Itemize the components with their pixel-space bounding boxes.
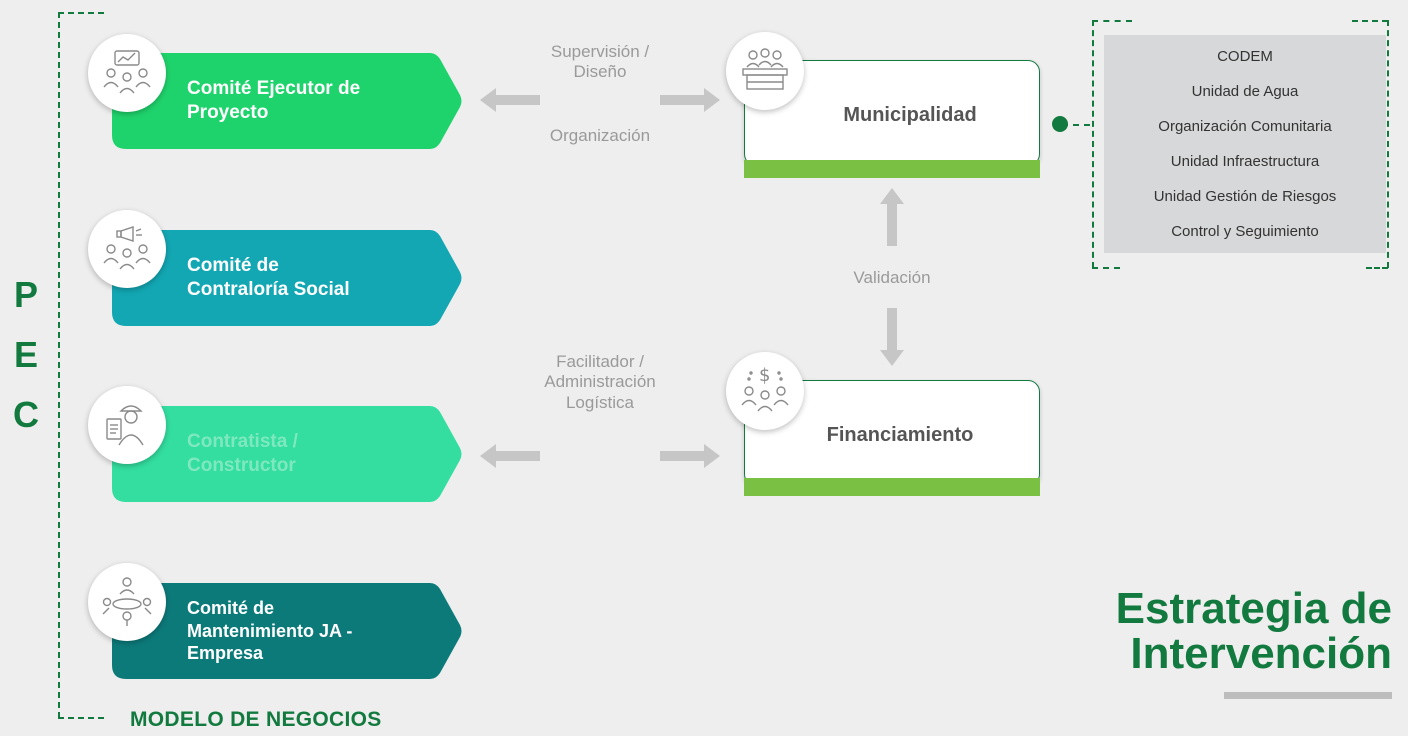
card-label: Contratista / Constructor [187, 406, 447, 502]
arrow-right-top [660, 88, 720, 112]
title-line: Estrategia de [1115, 584, 1392, 633]
flow-label-validacion: Validación [853, 268, 931, 287]
title-line: Intervención [1130, 629, 1392, 679]
card-label: Comité de Contraloría Social [187, 230, 447, 326]
codem-item: Unidad Gestión de Riesgos [1153, 188, 1337, 205]
card-line: Constructor [187, 455, 296, 476]
card-contratista: Contratista / Constructor [112, 406, 462, 502]
card-comite-ejecutor: Comité Ejecutor de Proyecto [112, 53, 462, 149]
card-shape [112, 406, 462, 502]
card-line: Comité de [187, 254, 279, 276]
card-shape [112, 230, 462, 326]
codem-frame [1092, 20, 1094, 268]
pec-frame-top [58, 12, 104, 14]
flow-label-facilitador: Facilitador / Administración Logística [510, 352, 690, 413]
codem-item: CODEM [1217, 48, 1273, 65]
svg-text:$: $ [759, 365, 770, 386]
card-comite-mantenimiento: Comité de Mantenimiento JA - Empresa [112, 583, 462, 679]
pec-frame-left [58, 12, 60, 718]
council-icon [726, 32, 804, 110]
meeting-chart-icon [88, 34, 166, 112]
money-meeting-icon: $ [726, 352, 804, 430]
pec-letter-p: P [13, 274, 38, 315]
contractor-icon [88, 386, 166, 464]
card-line: Mantenimiento JA - [187, 620, 353, 641]
flow-line: Supervisión / [550, 42, 650, 61]
card-line: Proyecto [187, 102, 269, 123]
flow-line: Logística [565, 392, 635, 412]
pec-letter-c: C [13, 394, 39, 435]
municipalidad-title: Municipalidad [843, 104, 977, 126]
card-comite-contraloria: Comité de Contraloría Social [112, 230, 462, 326]
connector-dot [1052, 116, 1068, 132]
codem-frame [1387, 20, 1389, 268]
card-shape [112, 583, 462, 679]
codem-item: Control y Seguimiento [1171, 223, 1319, 240]
arrow-left-top [480, 88, 540, 112]
card-line: Comité Ejecutor de [187, 77, 361, 99]
financiamiento-bar [744, 478, 1040, 496]
pec-letter-e: E [13, 334, 38, 375]
modelo-label: MODELO DE NEGOCIOS [130, 708, 382, 731]
financiamiento-title: Financiamiento [826, 424, 974, 446]
connector-line [1062, 124, 1090, 126]
codem-item: Unidad Infraestructura [1170, 153, 1320, 170]
megaphone-meeting-icon [88, 210, 166, 288]
card-shape [112, 53, 462, 149]
card-line: Contraloría Social [187, 279, 350, 300]
flow-label-supervision: Supervisión / Diseño [520, 42, 680, 83]
card-line: Comité de [187, 597, 275, 618]
page-title: Estrategia de Intervención [1032, 586, 1392, 677]
title-underline [1224, 692, 1392, 699]
card-line: Contratista / [187, 430, 298, 452]
codem-frame [1092, 20, 1132, 22]
arrow-left-bottom [480, 444, 540, 468]
codem-item: Organización Comunitaria [1158, 118, 1332, 135]
round-table-icon [88, 563, 166, 641]
municipalidad-bar [744, 160, 1040, 178]
arrow-up [880, 188, 904, 246]
card-line: Empresa [187, 643, 264, 664]
flow-line: Facilitador / [556, 352, 644, 371]
flow-label-organizacion: Organización [549, 126, 651, 145]
codem-frame [1092, 267, 1120, 269]
codem-list: CODEM Unidad de Agua Organización Comuni… [1104, 35, 1386, 253]
flow-line: Administración [544, 372, 656, 392]
arrow-down [880, 308, 904, 366]
codem-item: Unidad de Agua [1191, 83, 1299, 100]
codem-frame [1366, 267, 1388, 269]
pec-frame-bottom [58, 717, 104, 719]
card-label: Comité Ejecutor de Proyecto [187, 53, 447, 149]
arrow-right-bottom [660, 444, 720, 468]
card-label: Comité de Mantenimiento JA - Empresa [187, 583, 447, 679]
flow-line: Diseño [573, 62, 627, 82]
codem-frame [1352, 20, 1388, 22]
